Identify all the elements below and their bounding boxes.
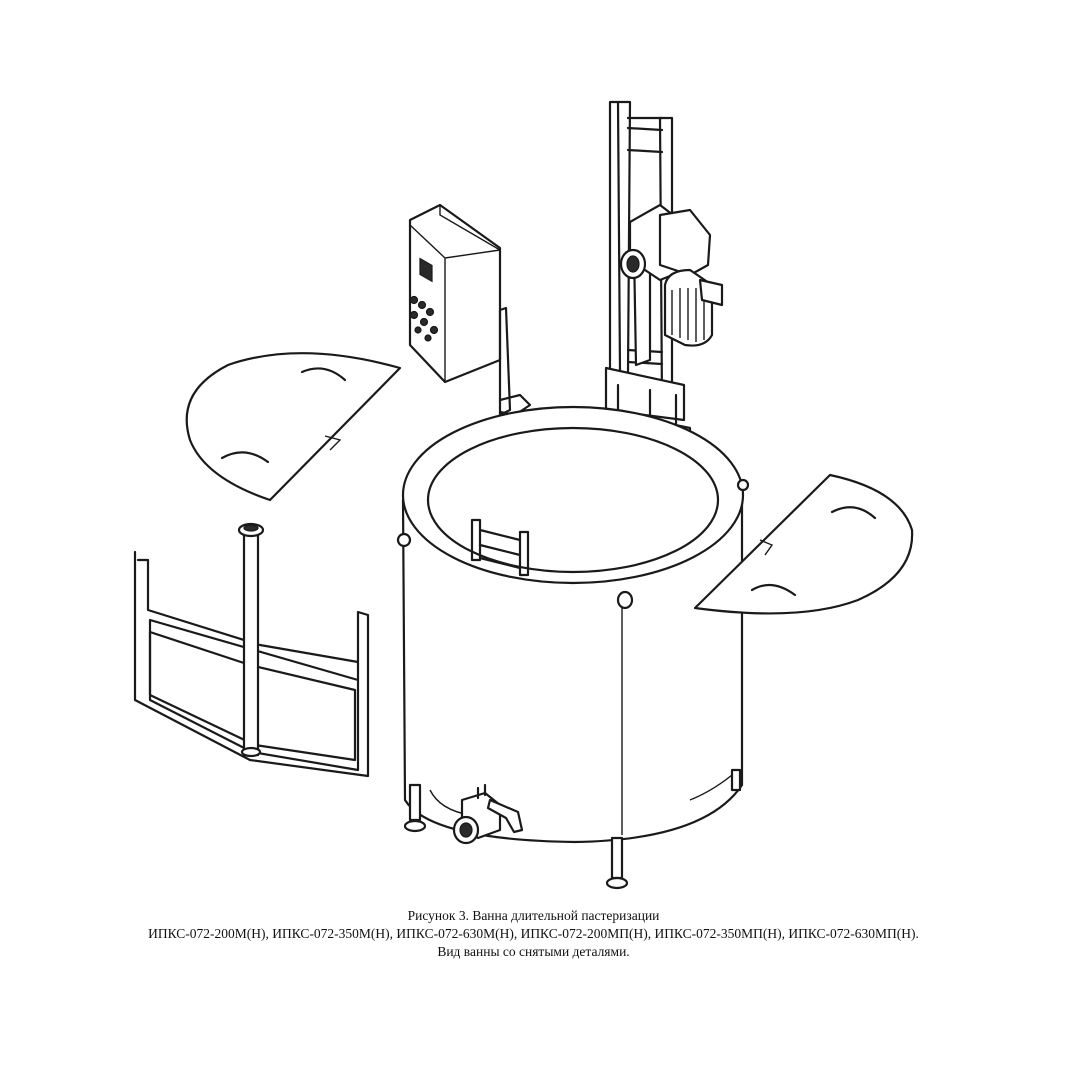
lid-half-right (693, 473, 914, 615)
control-box-stand (498, 306, 532, 417)
tank-legs (403, 768, 742, 890)
agitator-frame (133, 522, 370, 778)
lid-half-left (185, 352, 402, 502)
drain-valve (452, 783, 524, 845)
tank (396, 405, 750, 844)
motor (658, 208, 724, 347)
figure-caption-title: Рисунок 3. Ванна длительной пастеризации (407, 908, 660, 923)
figure-caption-models: ИПКС-072-200М(Н), ИПКС-072-350М(Н), ИПКС… (148, 926, 919, 941)
control-box (408, 203, 502, 384)
ladder-bracket (470, 518, 530, 577)
figure-caption-view: Вид ванны со снятыми деталями. (437, 944, 630, 959)
